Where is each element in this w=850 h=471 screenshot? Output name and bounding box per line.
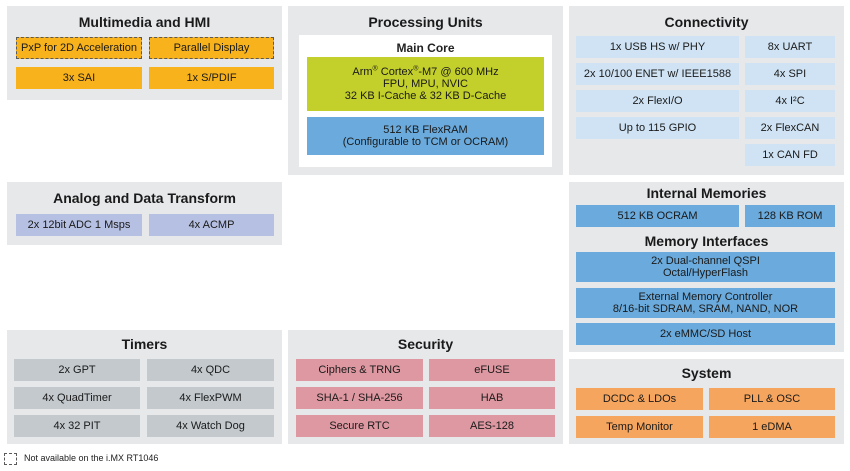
watchdog-block: 4x Watch Dog — [147, 415, 274, 437]
security-title: Security — [397, 336, 454, 352]
secure-rtc-block: Secure RTC — [296, 415, 423, 437]
ocram-block: 512 KB OCRAM — [576, 205, 739, 227]
flexram-block: 512 KB FlexRAM (Configurable to TCM or O… — [307, 117, 544, 155]
memories-panel: Internal Memories 512 KB OCRAM 128 KB RO… — [569, 182, 844, 352]
adc-block: 2x 12bit ADC 1 Msps — [16, 214, 142, 236]
system-panel: System DCDC & LDOs PLL & OSC Temp Monito… — [569, 359, 844, 444]
enet-block: 2x 10/100 ENET w/ IEEE1588 — [576, 63, 739, 85]
flexpwm-block: 4x FlexPWM — [147, 387, 274, 409]
internal-memories-title: Internal Memories — [646, 185, 767, 201]
analog-title: Analog and Data Transform — [53, 190, 236, 206]
memory-interfaces-title: Memory Interfaces — [644, 233, 769, 249]
cortex-line: Arm® Cortex®-M7 @ 600 MHz — [352, 65, 499, 78]
temp-monitor-block: Temp Monitor — [576, 416, 703, 438]
cortex-text: Cortex — [380, 66, 414, 78]
pit-block: 4x 32 PIT — [14, 415, 140, 437]
timers-panel: Timers 2x GPT 4x QDC 4x QuadTimer 4x Fle… — [7, 330, 282, 444]
processing-units-title: Processing Units — [368, 14, 483, 30]
sha-block: SHA-1 / SHA-256 — [296, 387, 423, 409]
acmp-block: 4x ACMP — [149, 214, 274, 236]
connectivity-panel: Connectivity 1x USB HS w/ PHY 2x 10/100 … — [569, 6, 844, 175]
uart-block: 8x UART — [745, 36, 835, 58]
processing-units-panel: Processing Units Main Core Arm® Cortex®-… — [288, 6, 563, 175]
quadtimer-block: 4x QuadTimer — [14, 387, 140, 409]
gpt-block: 2x GPT — [14, 359, 140, 381]
multimedia-hmi-panel: Multimedia and HMI PxP for 2D Accelerati… — [7, 6, 282, 100]
cortex-m7-block: Arm® Cortex®-M7 @ 600 MHz FPU, MPU, NVIC… — [307, 57, 544, 111]
registered-mark: ® — [372, 65, 378, 73]
arm-text: Arm — [352, 66, 373, 78]
main-core-box: Main Core Arm® Cortex®-M7 @ 600 MHz FPU,… — [299, 35, 552, 167]
emc-block: External Memory Controller 8/16-bit SDRA… — [576, 288, 835, 318]
flexio-block: 2x FlexI/O — [576, 90, 739, 112]
qdc-block: 4x QDC — [147, 359, 274, 381]
canfd-block: 1x CAN FD — [745, 144, 835, 166]
cortex-model-text: -M7 @ 600 MHz — [418, 66, 499, 78]
spdif-block: 1x S/PDIF — [149, 67, 274, 89]
spi-block: 4x SPI — [745, 63, 835, 85]
main-core-title: Main Core — [396, 41, 455, 55]
dcdc-block: DCDC & LDOs — [576, 388, 703, 410]
efuse-block: eFUSE — [429, 359, 555, 381]
legend-text: Not available on the i.MX RT1046 — [24, 453, 159, 463]
system-title: System — [681, 365, 732, 381]
legend-dashed-swatch — [4, 453, 17, 465]
flexcan-block: 2x FlexCAN — [745, 117, 835, 139]
gpio-block: Up to 115 GPIO — [576, 117, 739, 139]
aes-block: AES-128 — [429, 415, 555, 437]
parallel-display-block: Parallel Display — [149, 37, 274, 59]
sai-block: 3x SAI — [16, 67, 142, 89]
emmc-block: 2x eMMC/SD Host — [576, 323, 835, 345]
pll-block: PLL & OSC — [709, 388, 835, 410]
edma-block: 1 eDMA — [709, 416, 835, 438]
hab-block: HAB — [429, 387, 555, 409]
pxp-block: PxP for 2D Acceleration — [16, 37, 142, 59]
qspi-block: 2x Dual-channel QSPI Octal/HyperFlash — [576, 252, 835, 282]
cpu-details: FPU, MPU, NVIC 32 KB I-Cache & 32 KB D-C… — [344, 78, 507, 102]
connectivity-title: Connectivity — [664, 14, 749, 30]
rom-block: 128 KB ROM — [745, 205, 835, 227]
multimedia-hmi-title: Multimedia and HMI — [78, 14, 211, 30]
registered-mark-2: ® — [413, 65, 419, 73]
timers-title: Timers — [121, 336, 168, 352]
ciphers-block: Ciphers & TRNG — [296, 359, 423, 381]
i2c-block: 4x I²C — [745, 90, 835, 112]
security-panel: Security Ciphers & TRNG eFUSE SHA-1 / SH… — [288, 330, 563, 444]
usb-block: 1x USB HS w/ PHY — [576, 36, 739, 58]
analog-panel: Analog and Data Transform 2x 12bit ADC 1… — [7, 182, 282, 245]
